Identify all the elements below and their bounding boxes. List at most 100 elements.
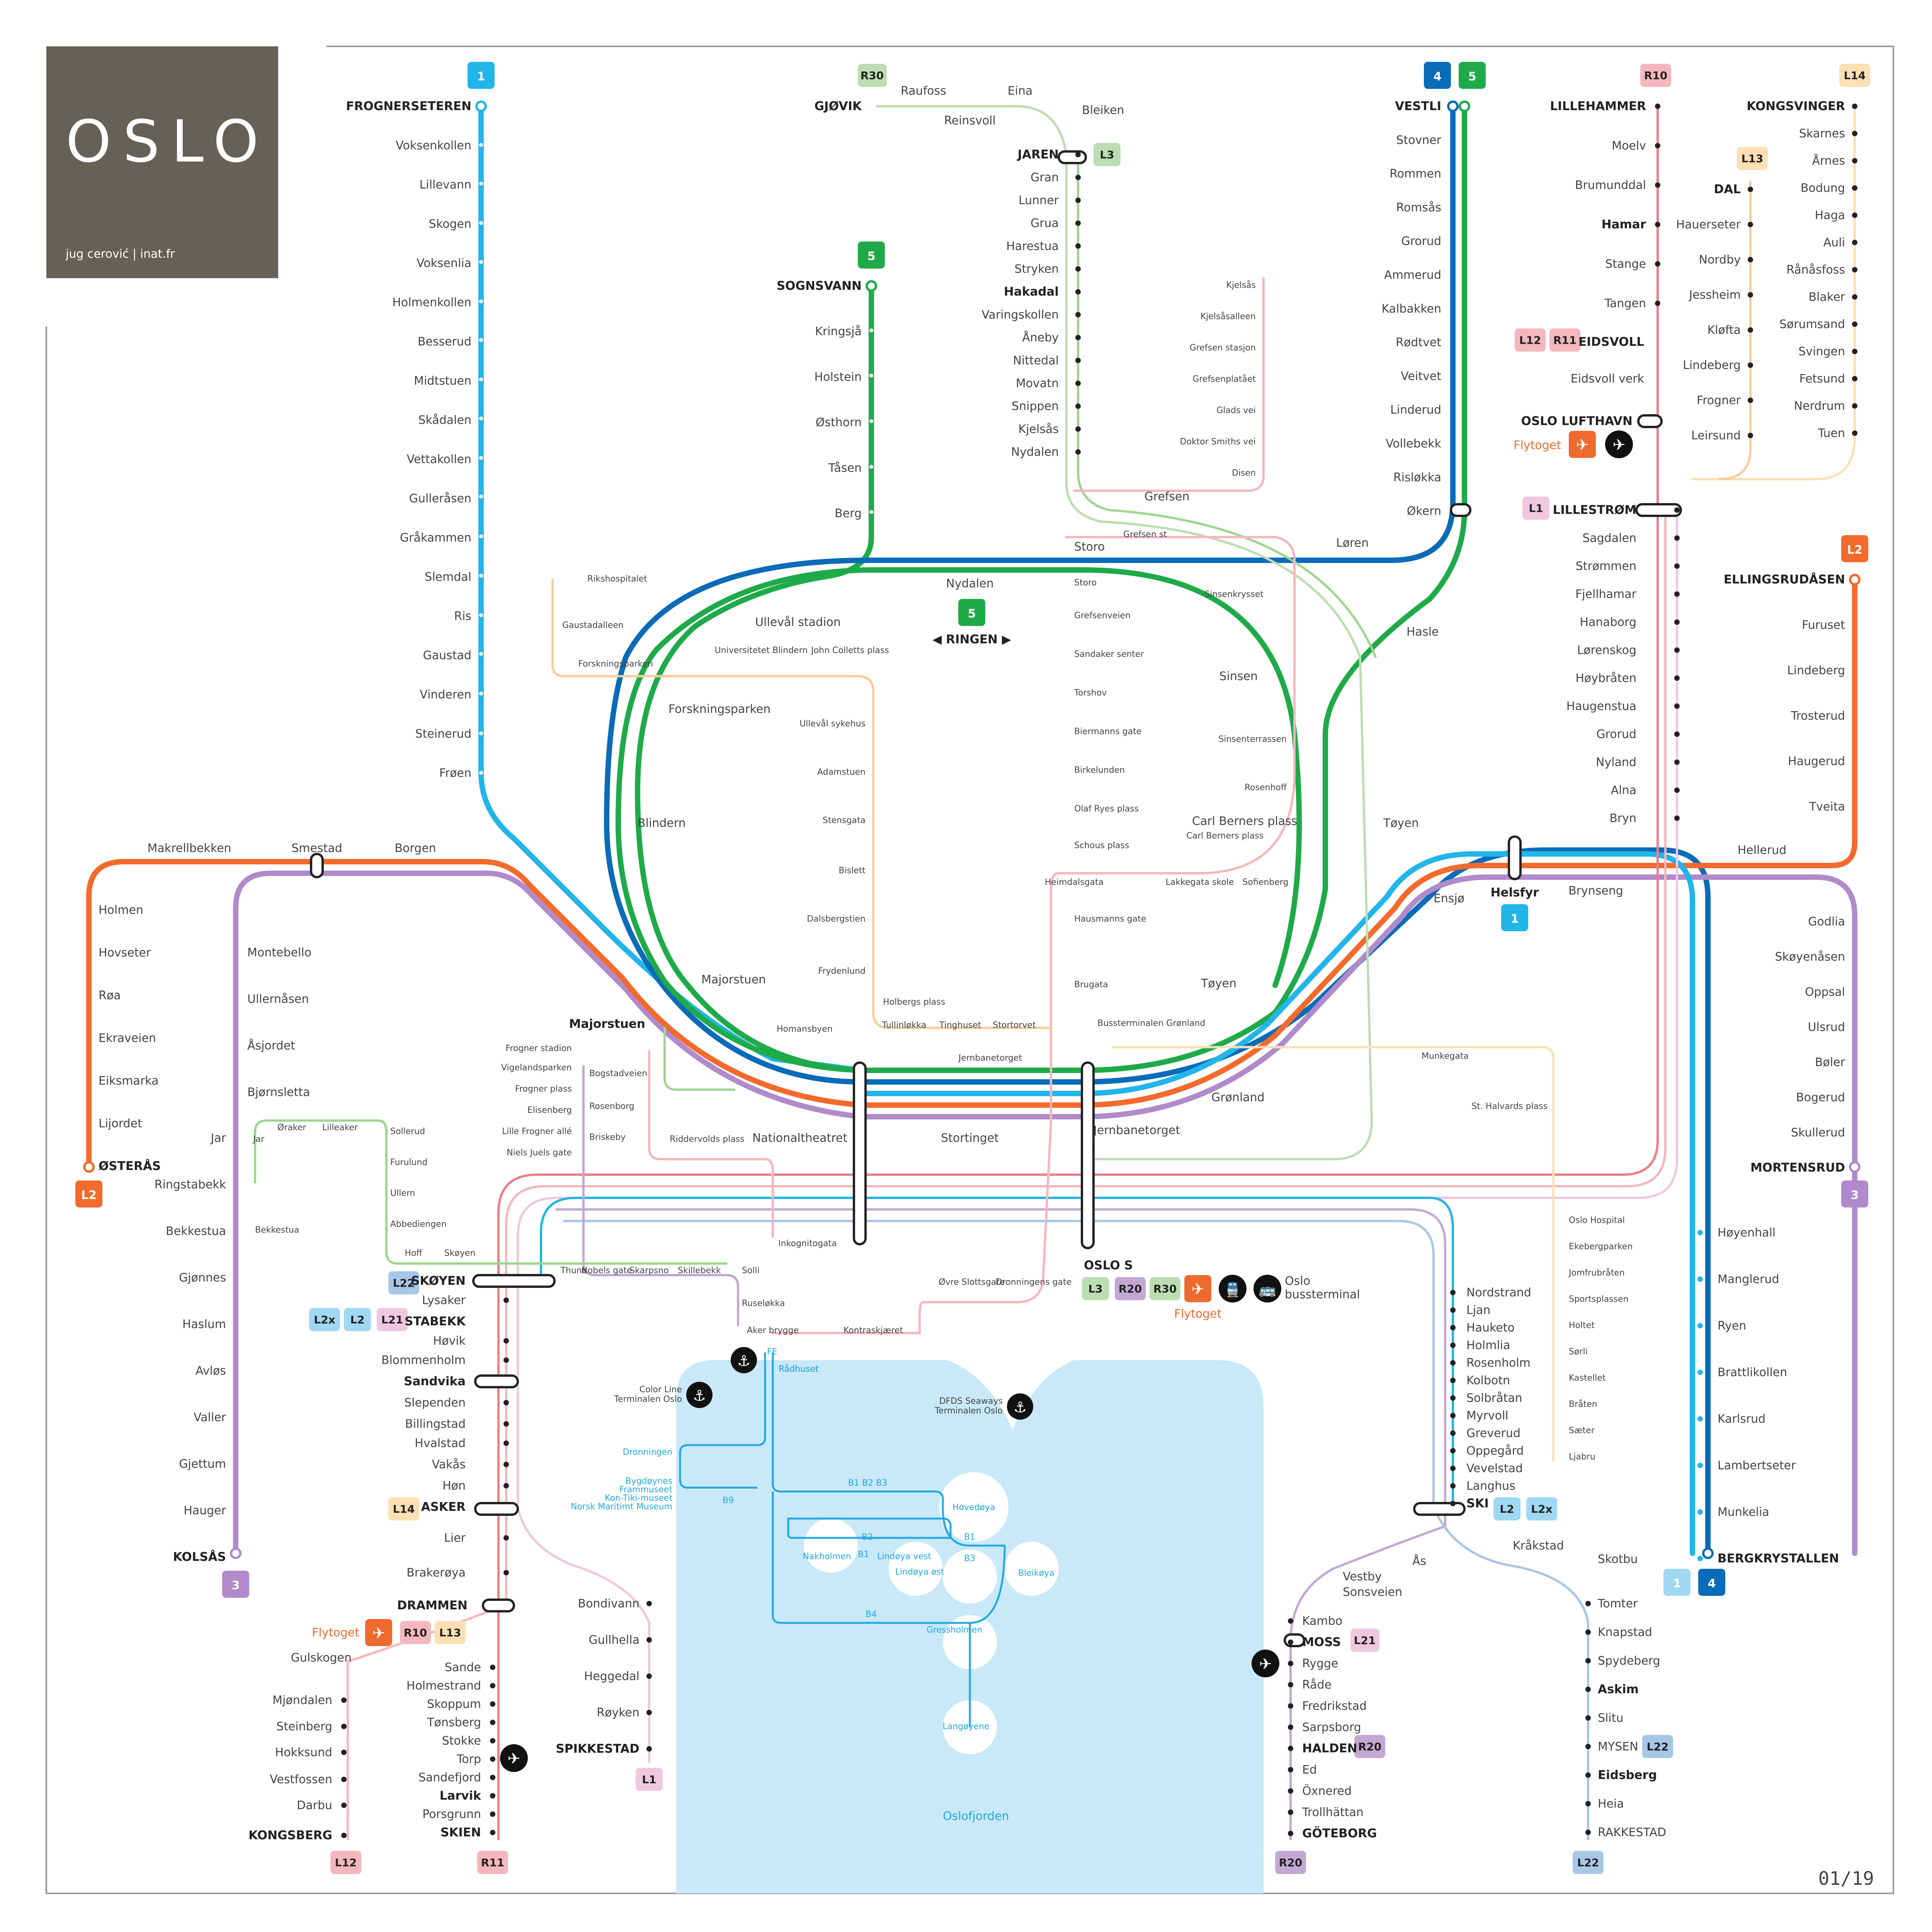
station-label: Nydalen	[1011, 446, 1059, 459]
station-label: Ullern	[390, 1189, 415, 1198]
station-dot	[1674, 619, 1680, 625]
station-label: Torp	[456, 1753, 481, 1766]
station-label: Tullinløkka	[882, 1020, 926, 1030]
badge-l21-moss: L21	[1350, 1629, 1379, 1652]
station-dot	[1697, 1369, 1703, 1375]
station-label: Ekraveien	[99, 1032, 156, 1045]
station-dot	[1852, 267, 1857, 272]
station-label: Öxnered	[1302, 1784, 1352, 1798]
station-label: Knapstad	[1598, 1626, 1652, 1639]
station-label: Godlia	[1808, 915, 1845, 929]
station-label: Kon-Tiki-museet	[605, 1493, 672, 1503]
badge-l22-mysen: L22	[1642, 1735, 1673, 1758]
station-dot	[1075, 403, 1081, 409]
station-label: Kjelsås	[1019, 422, 1059, 436]
station-dot	[490, 1793, 495, 1799]
station-label: Hausmanns gate	[1074, 914, 1146, 924]
station-label: Gaustadalleen	[562, 621, 624, 630]
station-label: Ulsrud	[1808, 1020, 1845, 1034]
kolsas-terminus	[230, 1548, 242, 1559]
dfds-label-1: DFDS Seaways	[939, 1396, 1003, 1406]
station-label: Haugenstua	[1566, 700, 1636, 713]
station-label: Elisenberg	[527, 1105, 572, 1115]
station-label: Tønsberg	[427, 1716, 481, 1730]
station-label: Rådhuset	[779, 1364, 819, 1374]
station-label: Jernbanetorget	[1093, 1124, 1180, 1137]
station-label: Gulleråsen	[409, 492, 471, 505]
station-dot	[503, 1357, 509, 1363]
badge-l2-ski: L2	[1493, 1497, 1520, 1520]
svg-text:🚌: 🚌	[1259, 1282, 1276, 1298]
station-label: Sportsplassen	[1569, 1294, 1628, 1304]
station-label: STABEKK	[405, 1315, 466, 1328]
station-label: Ullevål sykehus	[799, 719, 866, 729]
station-label: Makrellbekken	[147, 842, 231, 855]
svg-text:R30: R30	[861, 69, 884, 82]
station-label: Valler	[194, 1411, 226, 1424]
ringen-label: ◀ RINGEN ▶	[932, 633, 1011, 646]
station-label: Stovner	[1396, 133, 1441, 147]
station-dot	[1655, 261, 1660, 267]
station-label: Haugerud	[1788, 755, 1845, 768]
station-label: Skogen	[429, 218, 471, 231]
line-1-frognerseteren-branch	[478, 104, 864, 1073]
station-label: Fetsund	[1799, 372, 1845, 386]
station-label: Høyenhall	[1718, 1226, 1776, 1240]
station-label: Nakholmen	[803, 1552, 851, 1561]
station-label: Frogner plass	[515, 1084, 572, 1094]
station-label: SPIKKESTAD	[556, 1742, 639, 1756]
station-label: Voksenlia	[417, 257, 471, 270]
station-dot	[490, 1775, 495, 1780]
badge-l12-kongsberg: L12	[330, 1851, 361, 1874]
station-dot	[1674, 815, 1680, 821]
badge-l12-eidsvoll: L12	[1515, 328, 1546, 352]
station-label: Doktor Smiths vei	[1180, 437, 1256, 447]
station-label: Skarnes	[1799, 127, 1845, 141]
flytoget-icon-lufthavn: ✈	[1569, 431, 1596, 458]
station-dot	[1075, 335, 1081, 340]
station-label: Dronningen	[623, 1447, 672, 1457]
station-dot	[1075, 266, 1081, 272]
badge-l1-lillestrom: L1	[1522, 497, 1549, 520]
badge-r20-halden: R20	[1354, 1735, 1385, 1758]
station-label: Solli	[742, 1266, 760, 1276]
station-dot	[1585, 1744, 1591, 1749]
boat-routes	[679, 1352, 1006, 1727]
station-label: Storo	[1074, 540, 1105, 554]
station-dot	[1852, 294, 1857, 300]
badge-line-5-sognsvann: 5	[858, 242, 885, 269]
station-dot	[1288, 1746, 1293, 1751]
station-dot	[1075, 220, 1081, 226]
station-label: Slitu	[1598, 1711, 1624, 1725]
station-label: Trosterud	[1791, 709, 1845, 723]
svg-text:R20: R20	[1119, 1282, 1142, 1295]
station-label: Helsfyr	[1490, 886, 1539, 900]
station-label: DRAMMEN	[397, 1599, 468, 1612]
station-label: Stortorvet	[993, 1020, 1036, 1030]
badge-l13-drammen: L13	[435, 1621, 466, 1644]
station-label: Riddervolds plass	[670, 1134, 744, 1144]
station-dot	[490, 1719, 495, 1725]
station-label: Haslum	[182, 1318, 226, 1331]
svg-text:🚆: 🚆	[1224, 1282, 1242, 1298]
station-dot	[1585, 1715, 1591, 1721]
station-label: Rosenholm	[1466, 1356, 1531, 1370]
station-label: St. Halvards plass	[1471, 1102, 1548, 1111]
station-dot	[1697, 1416, 1703, 1422]
station-label: Fjellhamar	[1575, 588, 1637, 601]
station-dot	[1748, 257, 1753, 262]
station-label: Hauketo	[1466, 1321, 1515, 1335]
boat-label-b123: B1 B2 B3	[848, 1478, 887, 1488]
station-label: Fredrikstad	[1302, 1699, 1367, 1713]
station-label: Lindøya vest	[877, 1552, 931, 1561]
station-dot	[1674, 731, 1680, 737]
station-label: Rygge	[1302, 1657, 1338, 1670]
station-label: Skøyen	[444, 1248, 476, 1258]
badge-line-4-bergkrystallen: 4	[1698, 1569, 1725, 1596]
station-label: Årnes	[1812, 154, 1845, 168]
station-label: Gulskogen	[291, 1651, 352, 1665]
station-dot	[646, 1601, 652, 1606]
station-label: Niels Juels gate	[507, 1148, 572, 1158]
station-label: EIDSVOLL	[1578, 335, 1644, 349]
station-label: Lindeberg	[1683, 359, 1741, 372]
